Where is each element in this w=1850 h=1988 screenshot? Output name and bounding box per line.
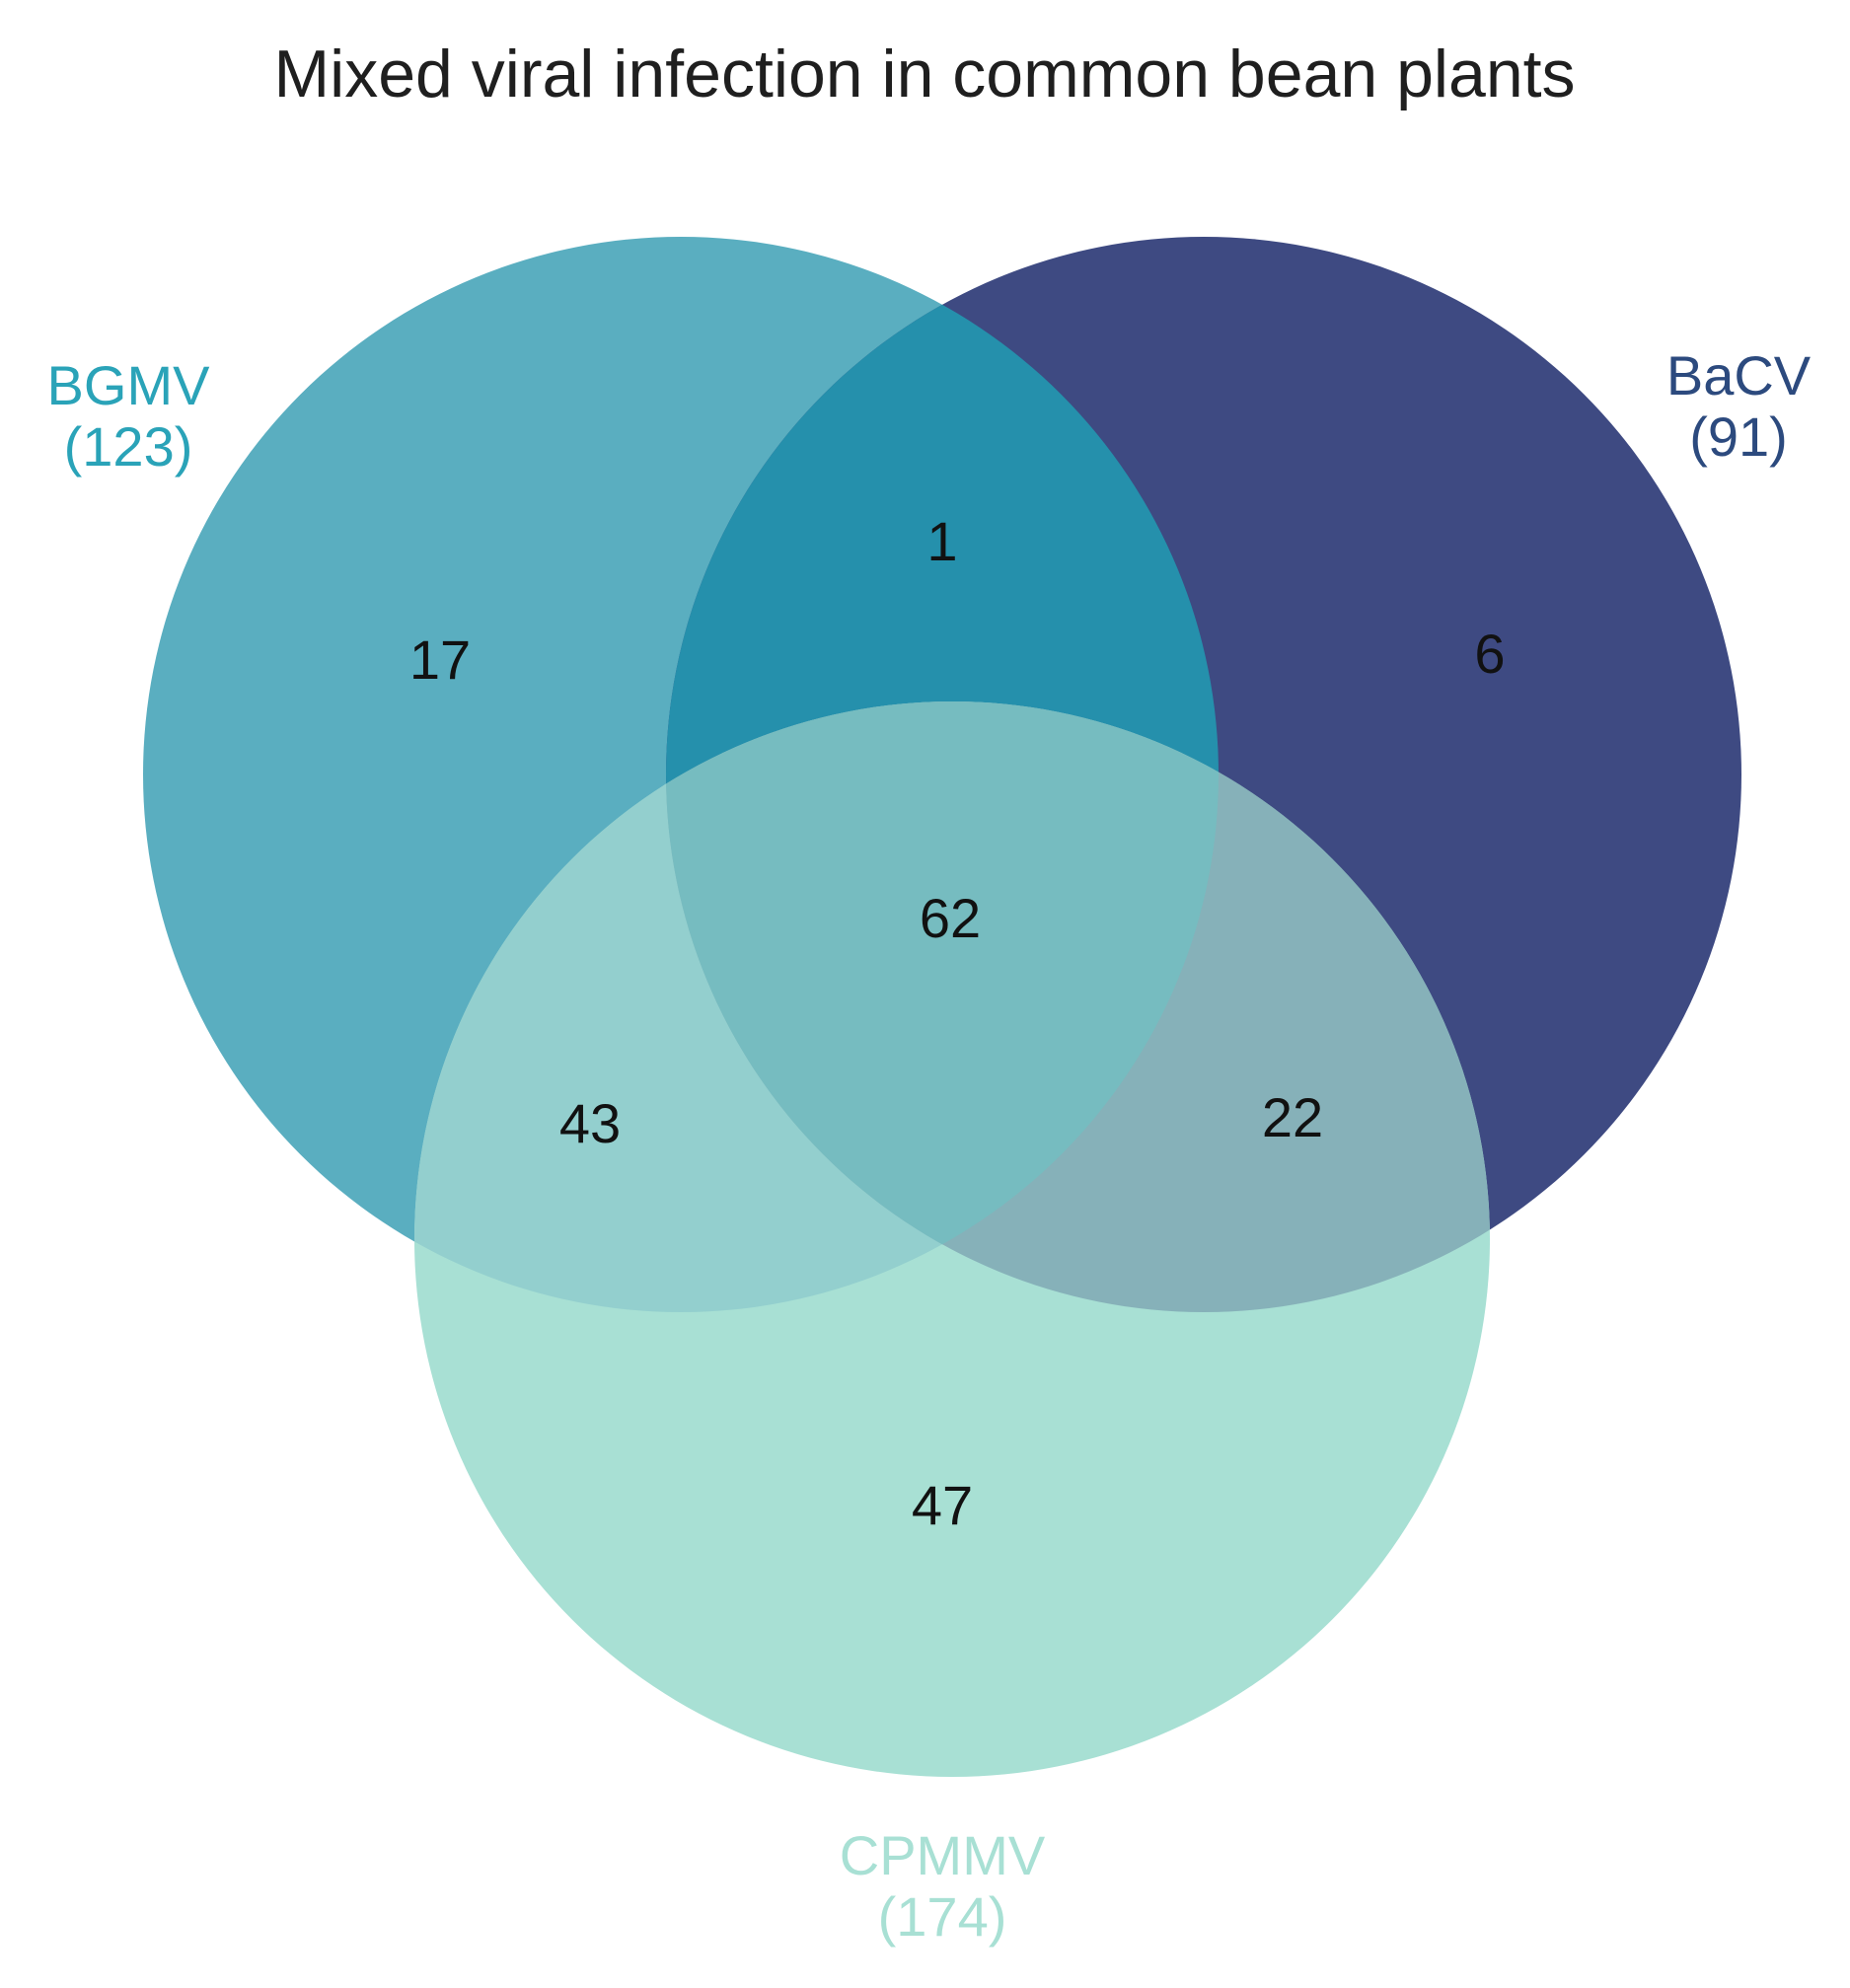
bgmv-total: (123): [64, 415, 193, 478]
count-bacv-only: 6: [1474, 623, 1505, 685]
count-bgmv-only: 17: [409, 628, 471, 691]
count-bgmv-bacv: 1: [926, 510, 957, 572]
count-bgmv-cpmmv: 43: [559, 1092, 621, 1154]
count-bacv-cpmmv: 22: [1262, 1086, 1323, 1148]
cpmmv-total: (174): [878, 1885, 1007, 1948]
diagram-title: Mixed viral infection in common bean pla…: [273, 37, 1575, 111]
bacv-total: (91): [1689, 405, 1788, 468]
bgmv-label: BGMV: [47, 354, 211, 416]
count-cpmmv-only: 47: [912, 1474, 973, 1536]
count-all-three: 62: [920, 887, 981, 949]
bacv-label: BaCV: [1666, 344, 1812, 406]
cpmmv-label: CPMMV: [840, 1824, 1046, 1886]
